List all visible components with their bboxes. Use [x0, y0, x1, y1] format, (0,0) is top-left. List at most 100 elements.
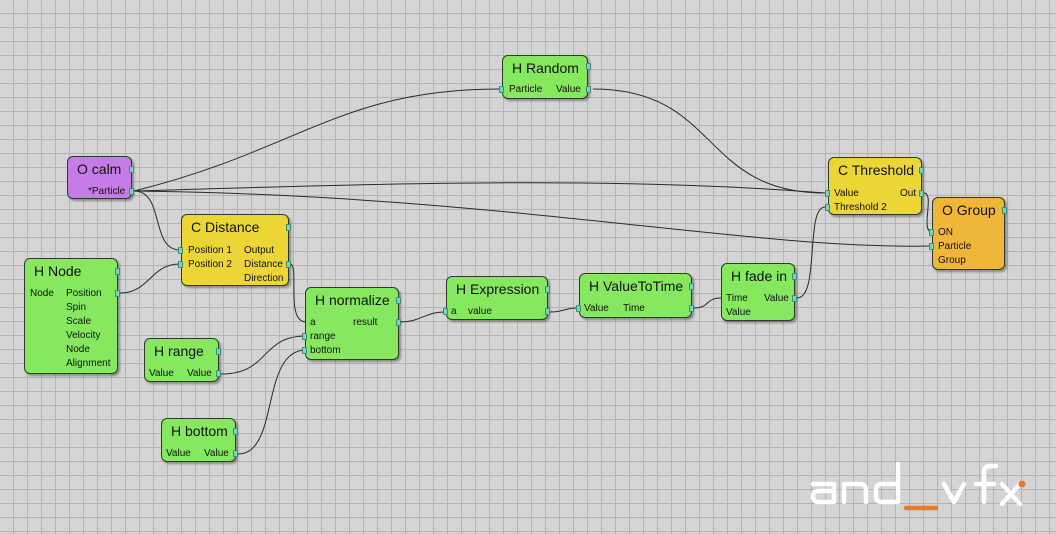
node-title: H normalize	[315, 292, 390, 308]
title-port[interactable]	[545, 286, 550, 293]
input-value: Value	[166, 448, 191, 459]
output-value: Value	[764, 293, 789, 304]
node-h-normalize[interactable]: H normalize a range bottom result	[302, 287, 401, 360]
node-h-random[interactable]: H Random Particle Value	[499, 55, 591, 99]
node-title: O Group	[942, 202, 996, 218]
wire-bottom-to-normalize	[237, 349, 307, 455]
input-on: ON	[938, 227, 953, 238]
output-alignment: Alignment	[66, 358, 111, 369]
node-title: H Random	[512, 60, 579, 76]
output-port[interactable]	[115, 290, 120, 297]
output-port[interactable]	[396, 319, 401, 326]
node-h-range[interactable]: H range Value Value	[144, 338, 221, 382]
title-port[interactable]	[792, 273, 797, 280]
output-out: Out	[900, 188, 917, 199]
node-title: H Expression	[456, 281, 540, 297]
output-velocity: Velocity	[66, 330, 101, 341]
input-port[interactable]	[929, 229, 934, 236]
output-port[interactable]	[233, 450, 238, 457]
node-h-valuetotime[interactable]: H ValueToTime Value Time	[576, 273, 694, 318]
and-vfx-logo	[810, 461, 1026, 511]
input-node: Node	[30, 288, 54, 299]
node-title: H bottom	[171, 423, 228, 439]
title-port[interactable]	[396, 297, 401, 304]
node-title: H Node	[34, 263, 82, 279]
title-port[interactable]	[129, 166, 134, 173]
node-h-fade-in[interactable]: H fade in Time Value Value	[721, 263, 797, 321]
wire-fadein-to-threshold	[796, 206, 826, 299]
input-range: range	[310, 331, 336, 342]
title-port[interactable]	[286, 224, 291, 231]
node-title: O calm	[77, 161, 122, 177]
input-value: Value	[726, 307, 751, 318]
output-direction: Direction	[244, 273, 284, 284]
input-particle: Particle	[938, 241, 972, 252]
wire-normalize-to-expression	[400, 311, 446, 323]
input-position-1: Position 1	[188, 245, 232, 256]
title-port[interactable]	[919, 167, 924, 174]
input-port[interactable]	[178, 261, 183, 268]
title-port[interactable]	[233, 428, 238, 435]
input-port[interactable]	[302, 333, 307, 340]
input-port[interactable]	[302, 347, 307, 354]
output-distance: Distance	[244, 259, 283, 270]
input-port[interactable]	[576, 305, 581, 312]
output-output: Output	[244, 245, 275, 256]
input-value: Value	[834, 188, 859, 199]
wire-calm-to-threshold	[133, 182, 826, 194]
node-title: H fade in	[731, 268, 788, 284]
wire-calm-to-group	[133, 190, 931, 247]
input-position-2: Position 2	[188, 259, 232, 270]
output-position: Position	[66, 288, 102, 299]
node-c-distance[interactable]: C Distance Position 1 Position 2 Output …	[178, 214, 291, 286]
output-port[interactable]	[545, 308, 550, 315]
wire-node-to-distance	[119, 263, 181, 294]
output-value: Value	[204, 448, 229, 459]
input-threshold-2: Threshold 2	[834, 202, 887, 213]
node-o-group[interactable]: O Group ON Particle Group	[929, 197, 1007, 270]
title-port[interactable]	[586, 63, 591, 70]
node-h-node[interactable]: H Node Node Position Spin Scale Velocity…	[24, 258, 120, 374]
input-time: Time	[726, 293, 748, 304]
wire-random-to-threshold	[592, 88, 826, 194]
title-port[interactable]	[689, 283, 694, 290]
output-particle: *Particle	[88, 186, 126, 197]
node-c-threshold[interactable]: C Threshold Value Threshold 2 Out	[825, 157, 924, 215]
input-a: a	[451, 306, 457, 317]
input-port[interactable]	[825, 204, 830, 211]
input-port[interactable]	[929, 243, 934, 250]
output-port[interactable]	[216, 370, 221, 377]
node-o-calm[interactable]: O calm *Particle	[67, 156, 134, 199]
node-h-expression[interactable]: H Expression a value	[443, 276, 550, 320]
output-port[interactable]	[586, 86, 591, 93]
input-port[interactable]	[499, 86, 504, 93]
output-port[interactable]	[286, 261, 291, 268]
input-port[interactable]	[178, 247, 183, 254]
output-port[interactable]	[792, 295, 797, 302]
wire-expression-to-valuetotime	[549, 307, 579, 313]
wire-distance-to-normalize	[289, 263, 307, 323]
output-scale: Scale	[66, 316, 92, 327]
output-port[interactable]	[689, 305, 694, 312]
input-port[interactable]	[825, 190, 830, 197]
input-group: Group	[938, 255, 966, 266]
output-port[interactable]	[919, 190, 924, 197]
output-spin: Spin	[66, 302, 87, 313]
wire-range-to-normalize	[220, 335, 307, 375]
input-value: Value	[149, 368, 174, 379]
output-time: Time	[623, 303, 645, 314]
title-port[interactable]	[115, 268, 120, 275]
input-port[interactable]	[443, 308, 448, 315]
title-port[interactable]	[1002, 207, 1007, 214]
output-node: Node	[66, 344, 90, 355]
output-port[interactable]	[129, 188, 134, 195]
node-title: H ValueToTime	[589, 278, 684, 294]
wire-calm-to-distance	[133, 190, 181, 251]
output-value: Value	[187, 368, 212, 379]
node-h-bottom[interactable]: H bottom Value Value	[161, 418, 238, 462]
node-title: C Distance	[191, 219, 260, 235]
wire-calm-to-random	[133, 88, 501, 192]
title-port[interactable]	[216, 348, 221, 355]
input-value: Value	[584, 303, 609, 314]
output-value: Value	[556, 84, 581, 95]
